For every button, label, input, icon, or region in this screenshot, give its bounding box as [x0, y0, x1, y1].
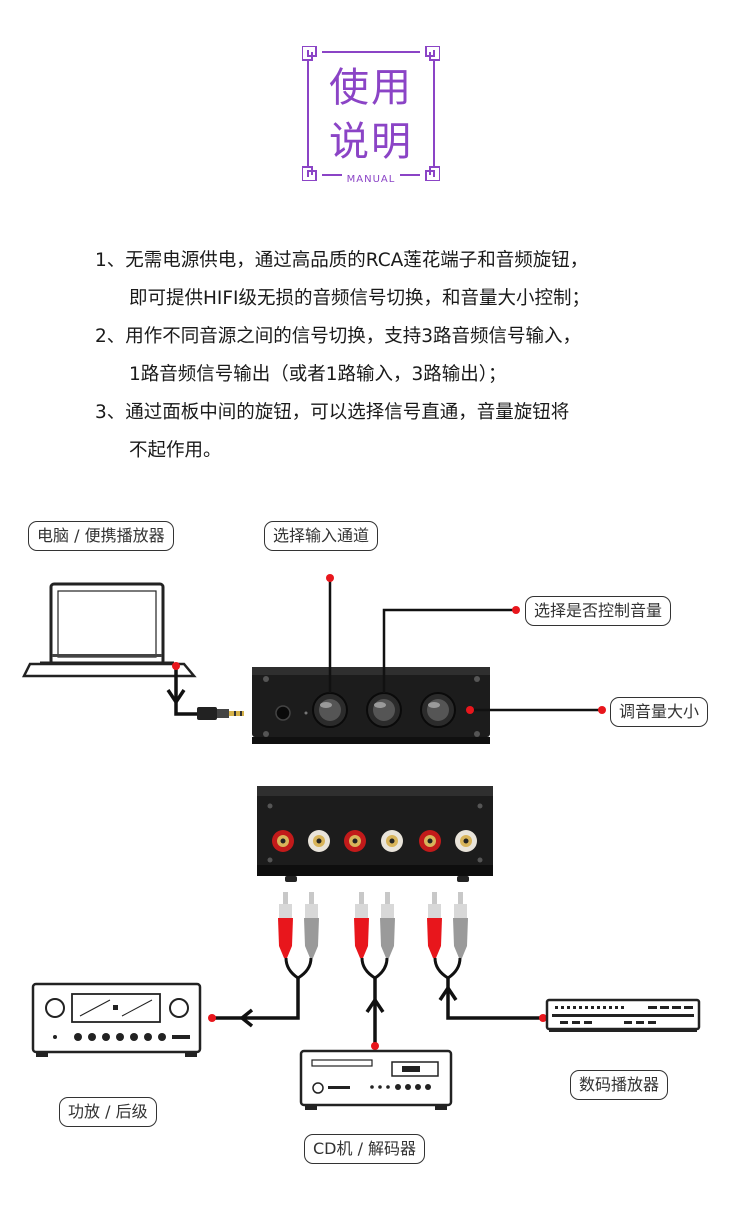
label-amplifier: 功放 / 后级	[59, 1097, 157, 1127]
label-volume-adjust: 调音量大小	[610, 697, 709, 727]
label-input-select: 选择输入通道	[264, 521, 379, 551]
digital-player-icon	[545, 998, 701, 1032]
badge-subtitle: MANUAL	[346, 174, 396, 185]
instruction-list: 1、无需电源供电，通过高品质的RCA莲花端子和音频旋钮， 即可提供HIFI级无损…	[95, 242, 695, 470]
connection-diagram: 电脑 / 便携播放器 选择输入通道 选择是否控制音量 调音量大小 功放 / 后级…	[0, 500, 750, 1211]
headphone-jack-icon	[197, 707, 244, 720]
diagram-graphics	[21, 574, 701, 1110]
instruction-1-line1: 1、无需电源供电，通过高品质的RCA莲花端子和音频旋钮，	[95, 250, 589, 271]
cd-player-icon	[299, 1049, 453, 1110]
badge-title-line1: 使用	[329, 65, 413, 111]
switch-box-rear-icon	[257, 786, 493, 882]
instruction-1-line2: 即可提供HIFI级无损的音频信号切换，和音量大小控制；	[129, 288, 590, 309]
instruction-3-line2: 不起作用。	[129, 440, 222, 461]
instruction-2-line2: 1路音频信号输出（或者1路输入，3路输出）；	[129, 364, 507, 385]
label-computer: 电脑 / 便携播放器	[28, 521, 174, 551]
instruction-3-line1: 3、通过面板中间的旋钮，可以选择信号直通，音量旋钮将	[95, 402, 570, 423]
instruction-2-line1: 2、用作不同音源之间的信号切换，支持3路音频信号输入，	[95, 326, 582, 347]
pointer-dot	[172, 662, 180, 670]
badge-title-line2: 说明	[329, 119, 413, 165]
manual-badge: 使用 说明 MANUAL	[302, 46, 440, 185]
label-volume-control-select: 选择是否控制音量	[525, 596, 672, 626]
laptop-icon	[21, 582, 197, 678]
rca-cable-icon	[278, 892, 468, 980]
label-cd-player: CD机 / 解码器	[304, 1134, 426, 1164]
badge-frame-icon	[302, 46, 440, 181]
label-digital-player: 数码播放器	[570, 1070, 669, 1100]
amplifier-icon	[31, 982, 202, 1057]
switch-box-front-icon	[252, 667, 490, 744]
